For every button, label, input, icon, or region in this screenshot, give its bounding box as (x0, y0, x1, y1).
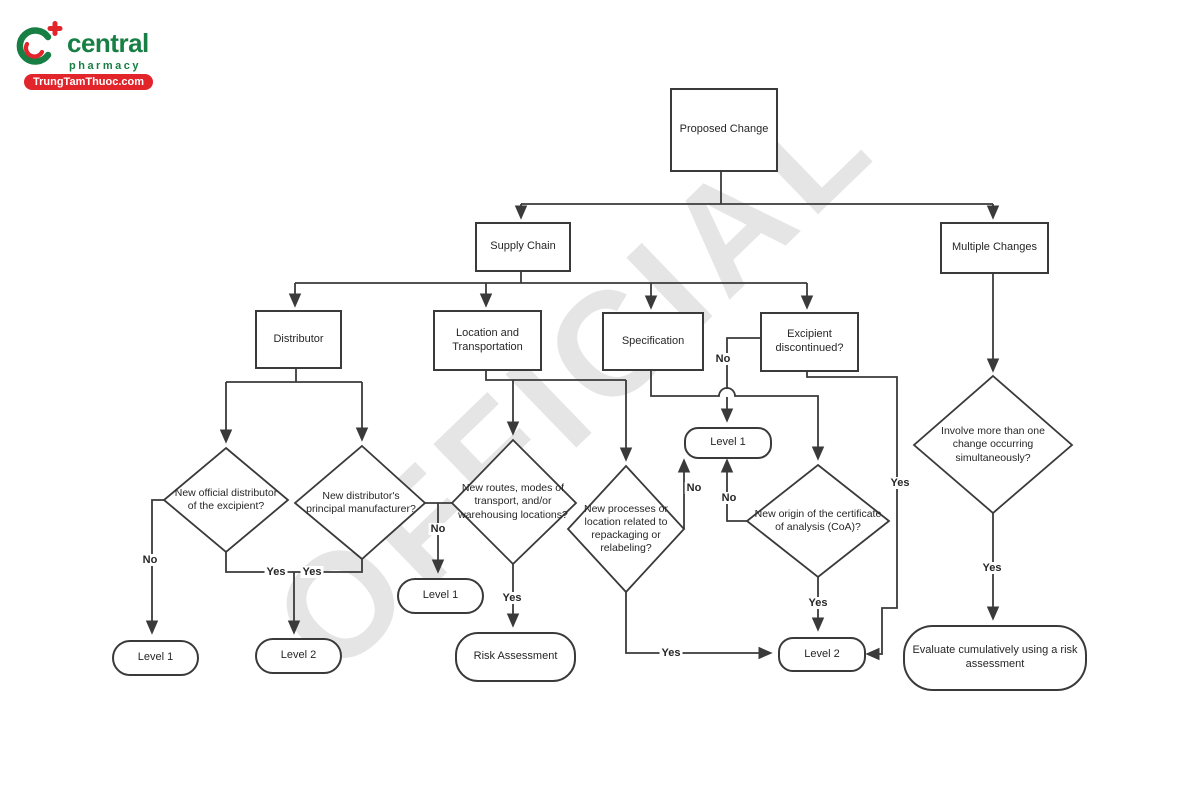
node-multiple-changes: Multiple Changes (940, 222, 1049, 274)
edge-label-yes: Yes (300, 566, 324, 578)
node-distributor: Distributor (255, 310, 342, 369)
decision-new-principal-manufacturer: New distributor's principal manufacturer… (306, 489, 416, 515)
edge-label-no: No (713, 353, 733, 365)
node-proposed-change: Proposed Change (670, 88, 778, 172)
node-level1-b: Level 1 (397, 578, 484, 614)
decision-new-coa-origin: New origin of the certificate of analysi… (754, 507, 882, 533)
edge-label-yes: Yes (888, 477, 912, 489)
central-pharmacy-logo: central pharmacy TrungTamThuoc.com (10, 10, 190, 90)
node-level1-c: Level 1 (684, 427, 772, 459)
edge-label-no: No (428, 523, 448, 535)
logo-badge: TrungTamThuoc.com (24, 74, 154, 90)
node-level1-a: Level 1 (112, 640, 199, 676)
edge-label-yes: Yes (806, 597, 830, 609)
decision-new-official-distributor: New official distributor of the excipien… (174, 486, 278, 512)
logo-brand-text: central (67, 28, 149, 58)
node-risk-assessment: Risk Assessment (455, 632, 576, 682)
node-location-transportation: Location and Transportation (433, 310, 542, 371)
edge-label-yes: Yes (659, 647, 683, 659)
central-pharmacy-logo-icon (16, 21, 63, 65)
logo-sub-text: pharmacy (69, 60, 141, 72)
edge-label-no: No (684, 482, 704, 494)
decision-multiple-simultaneous: Involve more than one change occurring s… (941, 425, 1045, 464)
edge-label-yes: Yes (980, 562, 1004, 574)
node-level2-a: Level 2 (255, 638, 342, 674)
edge-label-yes: Yes (500, 592, 524, 604)
node-excipient-discontinued: Excipient discontinued? (760, 312, 859, 372)
edge-label-yes: Yes (264, 566, 288, 578)
node-evaluate-cumulatively: Evaluate cumulatively using a risk asses… (903, 625, 1087, 691)
edge-label-no: No (140, 554, 160, 566)
node-level2-b: Level 2 (778, 637, 866, 672)
node-supply-chain: Supply Chain (475, 222, 571, 272)
decision-new-routes: New routes, modes of transport, and/or w… (458, 482, 568, 521)
decision-new-processes: New processes or location related to rep… (583, 502, 669, 555)
node-specification: Specification (602, 312, 704, 371)
edge-label-no: No (719, 492, 739, 504)
